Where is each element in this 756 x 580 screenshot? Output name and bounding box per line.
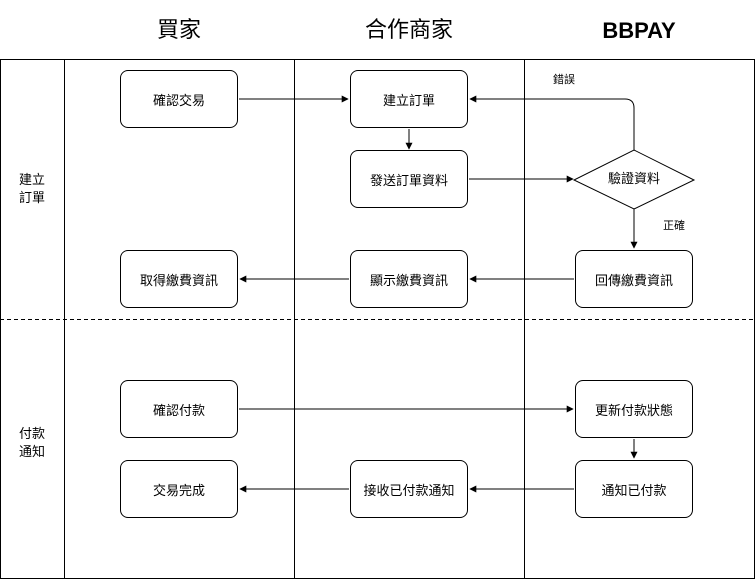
node-get-payment-info: 取得繳費資訊 — [120, 250, 238, 308]
node-create-order: 建立訂單 — [350, 70, 468, 128]
node-confirm-payment: 確認付款 — [120, 380, 238, 438]
lane-header-buyer: 買家 — [156, 18, 201, 43]
node-show-payment-info: 顯示繳費資訊 — [350, 250, 468, 308]
phase-label-create-order: 建立 訂單 — [18, 173, 45, 206]
edge-verify-error — [469, 95, 635, 150]
phase-label-payment-notice: 付款 通知 — [18, 427, 45, 460]
node-return-payment-info: 回傳繳費資訊 — [575, 250, 693, 308]
node-trade-complete: 交易完成 — [120, 460, 238, 518]
lane-header-merchant: 合作商家 — [364, 18, 453, 43]
node-notify-paid: 通知已付款 — [575, 460, 693, 518]
node-receive-paid-notice: 接收已付款通知 — [350, 460, 468, 518]
edge-label-correct: 正確 — [663, 219, 685, 232]
lane-header-bbpay: BBPAY — [602, 18, 676, 43]
node-confirm-trade: 確認交易 — [120, 70, 238, 128]
node-send-order-data: 發送訂單資料 — [350, 150, 468, 208]
node-verify-data: 驗證資料 — [607, 172, 660, 187]
edge-label-error: 錯誤 — [553, 73, 575, 86]
node-update-payment-status: 更新付款狀態 — [575, 380, 693, 438]
